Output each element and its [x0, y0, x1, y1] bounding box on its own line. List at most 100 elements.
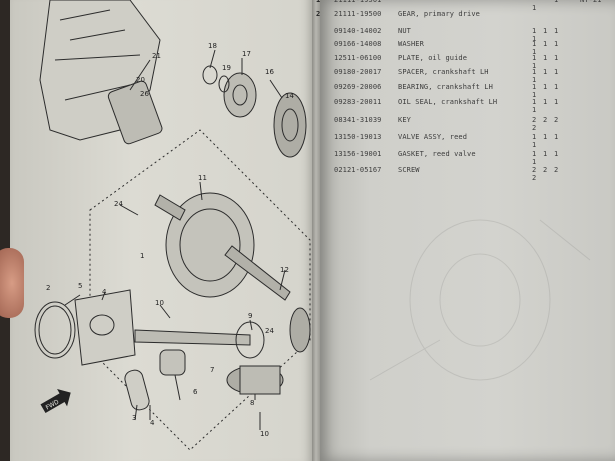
- part-note: NT-21: [580, 0, 602, 4]
- callout-21: 21: [152, 52, 161, 60]
- book-spine: [312, 0, 320, 461]
- part-description: GASKET, reed valve: [398, 150, 476, 158]
- qty-cell: 1: [532, 133, 537, 141]
- qty-cell: 1: [532, 158, 537, 166]
- part-number: 13150-19013: [334, 133, 382, 141]
- qty-cell: 1: [554, 40, 559, 48]
- callout-1: 1: [140, 252, 144, 260]
- qty-cell: 1: [532, 48, 537, 56]
- part-description: SPACER, crankshaft LH: [398, 68, 489, 76]
- qty-cell: 1: [554, 27, 559, 35]
- callout-20: 20: [136, 76, 145, 84]
- part-quantities: 11: [532, 0, 568, 12]
- part-number: 09283-20011: [334, 98, 382, 106]
- callout-3: 3: [132, 414, 136, 422]
- qty-cell: 2: [532, 174, 537, 182]
- qty-cell: 1: [554, 54, 559, 62]
- callout-24b: 24: [265, 327, 274, 335]
- qty-cell: 2: [532, 166, 537, 174]
- qty-cell: 1: [543, 150, 548, 158]
- callout-6: 6: [193, 388, 198, 396]
- qty-cell: 1: [554, 133, 559, 141]
- parts-ref-number: 2: [316, 10, 321, 18]
- parts-ref-number: 1: [316, 0, 321, 4]
- qty-cell: 1: [532, 106, 537, 114]
- part-description: BEARING, crankshaft LH: [398, 83, 493, 91]
- qty-cell: 1: [532, 83, 537, 91]
- qty-cell: 1: [532, 150, 537, 158]
- nut-drawing: [202, 65, 218, 85]
- qty-cell: 1: [532, 76, 537, 84]
- part-number: 21111-19501: [334, 0, 382, 4]
- callout-24: 24: [114, 200, 123, 208]
- qty-cell: 1: [543, 133, 548, 141]
- thumb: [0, 248, 24, 318]
- qty-cell: 1: [532, 40, 537, 48]
- qty-cell: 1: [532, 98, 537, 106]
- part-number: 13156-19001: [334, 150, 382, 158]
- part-number: 09166-14008: [334, 40, 382, 48]
- qty-cell: 1: [532, 54, 537, 62]
- callout-4b: 4: [150, 419, 155, 427]
- callout-5: 5: [78, 282, 82, 290]
- qty-cell: 2: [532, 124, 537, 132]
- part-quantities: [532, 10, 568, 26]
- qty-cell: 1: [543, 83, 548, 91]
- callout-18: 18: [208, 42, 217, 50]
- qty-cell: 1: [543, 27, 548, 35]
- callout-16: 16: [265, 68, 274, 76]
- part-description: OIL SEAL, crankshaft LH: [398, 98, 498, 106]
- piston-drawing: [74, 289, 136, 366]
- qty-cell: 1: [532, 91, 537, 99]
- right-page: [316, 0, 615, 461]
- primary-gear-drawing: [223, 72, 257, 118]
- qty-cell: 2: [554, 166, 559, 174]
- callout-12: 12: [280, 266, 289, 274]
- part-description: VALVE ASSY, reed: [398, 133, 468, 141]
- reed-valve-drawing: [107, 80, 163, 145]
- qty-cell: 1: [543, 68, 548, 76]
- callout-8: 8: [250, 399, 254, 407]
- callout-17: 17: [242, 50, 251, 58]
- callout-10b: 10: [260, 430, 269, 438]
- callout-2: 2: [46, 284, 50, 292]
- part-description: NUT: [398, 27, 411, 35]
- part-number: 12511-06100: [334, 54, 382, 62]
- qty-cell: 1: [543, 98, 548, 106]
- qty-cell: 2: [554, 116, 559, 124]
- piston-rings-drawing: [34, 301, 76, 359]
- bleed-through-image: [369, 219, 591, 381]
- qty-cell: 2: [543, 166, 548, 174]
- qty-cell: 1: [543, 40, 548, 48]
- qty-cell: 1: [543, 54, 548, 62]
- qty-cell: 1: [554, 0, 559, 4]
- fwd-arrow-icon: FWD: [40, 389, 71, 413]
- callout-19: 19: [222, 64, 231, 72]
- part-description: GEAR, primary drive: [398, 10, 480, 18]
- part-number: 09269-20006: [334, 83, 382, 91]
- part-number: 09140-14002: [334, 27, 382, 35]
- bearing-drawing: [273, 92, 307, 158]
- part-number: 09180-20017: [334, 68, 382, 76]
- callout-4: 4: [102, 288, 107, 296]
- part-description: PLATE, oil guide: [398, 54, 468, 62]
- qty-cell: 2: [532, 116, 537, 124]
- exploded-diagram: 21 20 26 18 19 17 16 14 11 24 12 1 2 5 4…: [34, 0, 311, 451]
